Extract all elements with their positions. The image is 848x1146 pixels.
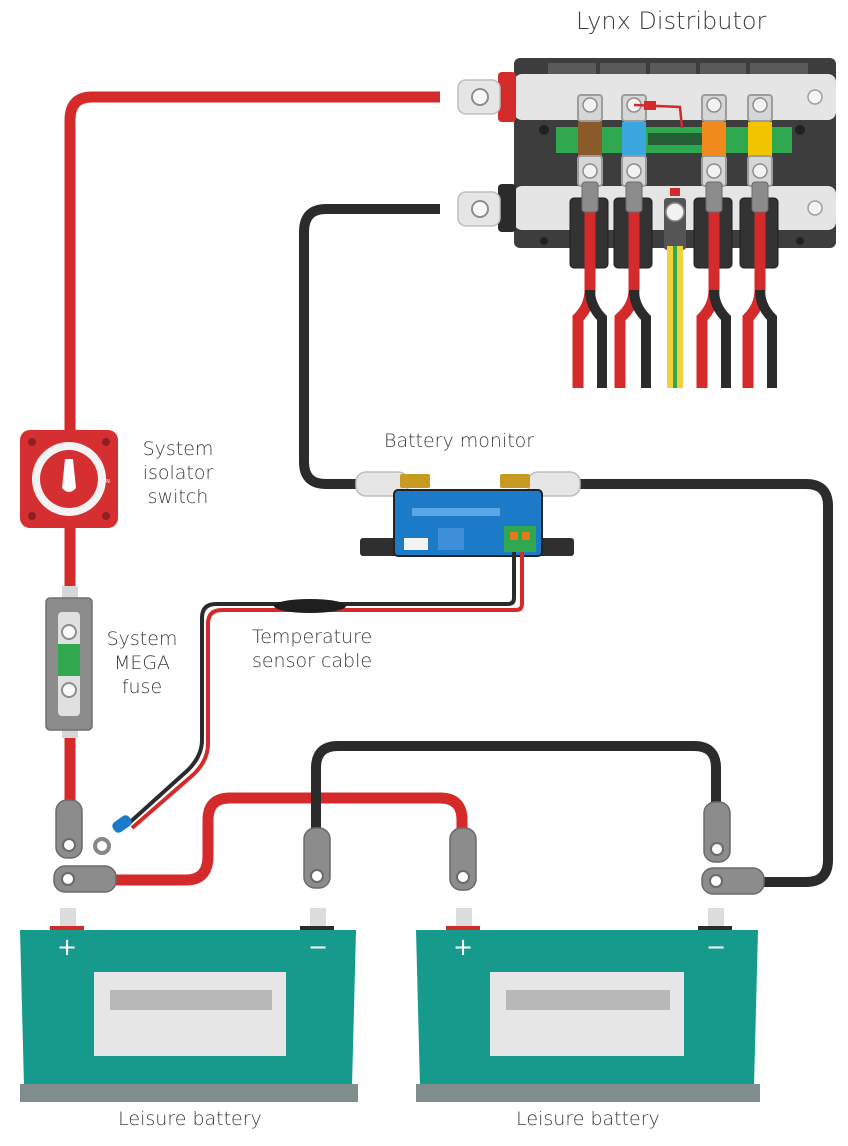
- mega-fuse: [45, 586, 93, 738]
- isolator-label-line-1: System: [142, 438, 214, 460]
- isolator-switch-label: System isolator switch: [132, 438, 224, 509]
- isolator-label-line-2: isolator: [142, 461, 214, 484]
- lynx-fuses: [578, 122, 772, 158]
- switch-off-label: OFF: [64, 444, 74, 450]
- battery-right: + −: [416, 908, 760, 1102]
- mega-fuse-label: System MEGA fuse: [104, 628, 180, 699]
- negative-interconnect-cable: [311, 741, 721, 830]
- battery-right-negative-sign: −: [706, 933, 726, 961]
- temperature-sensor-cable: [93, 552, 524, 855]
- battery-left-label: Leisure battery: [118, 1108, 262, 1130]
- battery-right-label: Leisure battery: [516, 1108, 660, 1130]
- negative-lynx-cable: [299, 204, 440, 489]
- battery-left-negative-sign: −: [308, 933, 328, 961]
- temp-label-line-2: sensor cable: [251, 649, 373, 672]
- battery-right-positive-sign: +: [453, 933, 473, 961]
- positive-main-cable: [64, 91, 440, 820]
- battery-left-positive-sign: +: [57, 933, 77, 961]
- negative-monitor-cable: [575, 479, 833, 887]
- temperature-sensor-label: Temperature sensor cable: [240, 626, 384, 674]
- positive-interconnect-cable: [110, 792, 468, 886]
- battery-monitor-label: Battery monitor: [384, 430, 535, 452]
- lynx-distributor: [457, 58, 836, 388]
- battery-left: + −: [20, 908, 358, 1102]
- fuse-label-line-2: MEGA: [113, 651, 171, 674]
- battery-monitor: [355, 471, 581, 557]
- isolator-label-line-3: switch: [147, 485, 209, 508]
- lynx-distributor-label: Lynx Distributor: [576, 7, 767, 35]
- temp-label-line-1: Temperature: [251, 626, 373, 648]
- switch-on-label: ON: [102, 479, 110, 485]
- fuse-label-line-1: System: [106, 628, 178, 650]
- fuse-label-line-3: fuse: [121, 675, 163, 698]
- isolator-switch: OFF ON: [20, 430, 118, 528]
